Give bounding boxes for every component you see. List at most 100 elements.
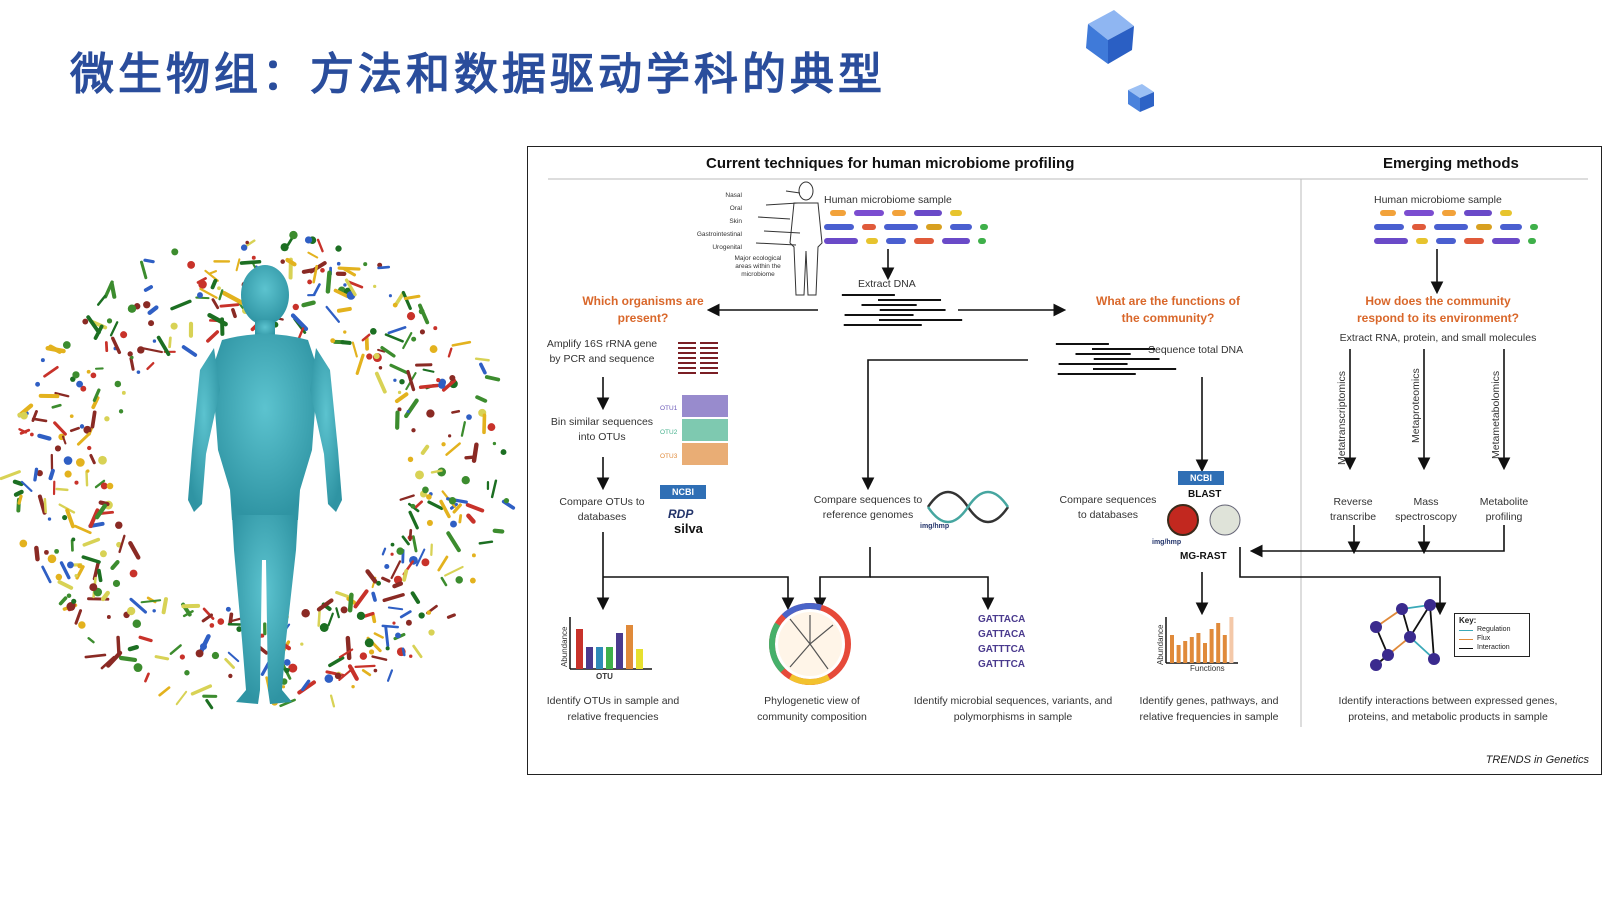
microbe-rod <box>373 632 384 639</box>
sequence-dash <box>1464 238 1484 244</box>
microbe-rod <box>37 433 52 441</box>
microbe-rod <box>65 508 75 529</box>
microbe-cell <box>336 261 341 266</box>
microbe-rod <box>175 690 188 706</box>
microbe-cell <box>83 425 92 434</box>
microbe-rod <box>12 479 24 487</box>
microbe-rod <box>380 346 396 358</box>
microbe-rod <box>154 655 170 661</box>
microbe-rod <box>374 371 387 394</box>
otu1-block <box>682 395 728 417</box>
chart-bar <box>1209 629 1214 663</box>
sequence-dash <box>1374 238 1408 244</box>
chart-bar <box>596 647 603 669</box>
microbe-cell <box>466 414 472 420</box>
microbe-cell <box>80 385 87 392</box>
microbe-cell <box>30 432 34 437</box>
microbe-cell <box>118 409 124 414</box>
microbe-cell <box>324 674 334 683</box>
microbe-cell <box>320 268 325 273</box>
microbe-rod <box>404 398 419 419</box>
microbe-rod <box>99 510 115 515</box>
microbe-rod <box>346 280 364 289</box>
sequence-dash <box>892 210 906 216</box>
blast-image-1 <box>1167 504 1199 536</box>
microbe-rod <box>351 341 358 358</box>
microbe-cell <box>62 514 68 521</box>
microbe-rod <box>58 596 68 606</box>
microbe-cell <box>100 482 108 490</box>
microbe-rod <box>158 686 171 697</box>
microbe-rod <box>387 326 407 335</box>
network-node <box>1424 599 1436 611</box>
microbe-cell <box>335 245 342 252</box>
microbe-rod <box>111 336 122 355</box>
microbe-rod <box>337 266 361 271</box>
sequence-dash <box>1476 224 1492 230</box>
microbe-rod <box>328 656 345 668</box>
microbe-cell <box>319 623 329 632</box>
microbe-rod <box>399 610 412 619</box>
sequence-dash <box>854 210 884 216</box>
sequence-dash <box>830 210 846 216</box>
network-edge <box>1429 604 1435 660</box>
microbe-cell <box>47 554 57 564</box>
microbe-cell <box>330 338 336 344</box>
microbe-rod <box>140 260 148 280</box>
microbe-cell <box>74 480 79 485</box>
sequence-dash <box>824 224 854 230</box>
microbe-cell <box>392 621 396 625</box>
caption-phylo: Phylogenetic view of community compositi… <box>757 695 867 723</box>
microbe-cell <box>418 612 425 619</box>
microbe-rod <box>354 664 376 668</box>
silva-logo: silva <box>674 521 703 536</box>
microbe-cell <box>406 409 410 413</box>
microbe-rod <box>445 442 461 456</box>
chart-bar <box>626 625 633 669</box>
ncbi-logo: NCBI <box>660 485 706 499</box>
microbe-rod <box>439 499 451 519</box>
network-node <box>1404 631 1416 643</box>
microbe-rod <box>118 655 138 663</box>
microbe-cell <box>429 345 438 354</box>
microbe-cell <box>74 573 78 578</box>
microbe-cell <box>126 606 136 616</box>
microbe-cell <box>426 519 433 526</box>
microbe-rod <box>418 303 430 325</box>
sequence-dash <box>866 238 878 244</box>
microbe-cell <box>86 369 91 374</box>
slide-title: 微生物组：方法和数据驱动学科的典型 <box>70 49 886 100</box>
microbe-rod <box>446 531 461 553</box>
sequence-dash <box>942 238 970 244</box>
microbe-rod <box>98 500 110 507</box>
microbe-rod <box>144 672 150 683</box>
microbe-cell <box>40 358 45 363</box>
microbe-cell <box>87 445 92 451</box>
microbe-cell <box>438 381 446 389</box>
chart-bar <box>636 649 643 669</box>
body-areas-label: Nasal Oral Skin Gastrointestinal Urogeni… <box>696 192 742 251</box>
microbe-rod <box>312 283 321 296</box>
microbe-cell <box>63 456 73 465</box>
sequence-dash <box>1492 238 1520 244</box>
microbe-rod <box>69 426 80 433</box>
microbe-cell <box>385 646 390 651</box>
microbe-cell <box>422 486 429 494</box>
microbe-cell <box>450 520 457 528</box>
microbe-rod <box>408 528 413 542</box>
microbe-rod <box>353 589 369 609</box>
body-areas-note: Major ecological areas within the microb… <box>734 255 782 278</box>
blast-logo: BLAST <box>1188 489 1222 500</box>
microbe-rod <box>219 303 240 308</box>
chart-bar <box>1189 637 1194 663</box>
microbe-cell <box>397 390 402 395</box>
microbe-cell <box>132 619 142 629</box>
microbe-rod <box>43 497 47 514</box>
gattaca-line: GATTTCA <box>978 659 1026 670</box>
microbe-rod <box>316 598 334 612</box>
microbe-rod <box>333 288 349 298</box>
microbe-cell <box>426 494 432 500</box>
microbe-cell <box>390 542 395 547</box>
microbe-rod <box>109 321 119 337</box>
microbe-cell <box>307 279 313 285</box>
